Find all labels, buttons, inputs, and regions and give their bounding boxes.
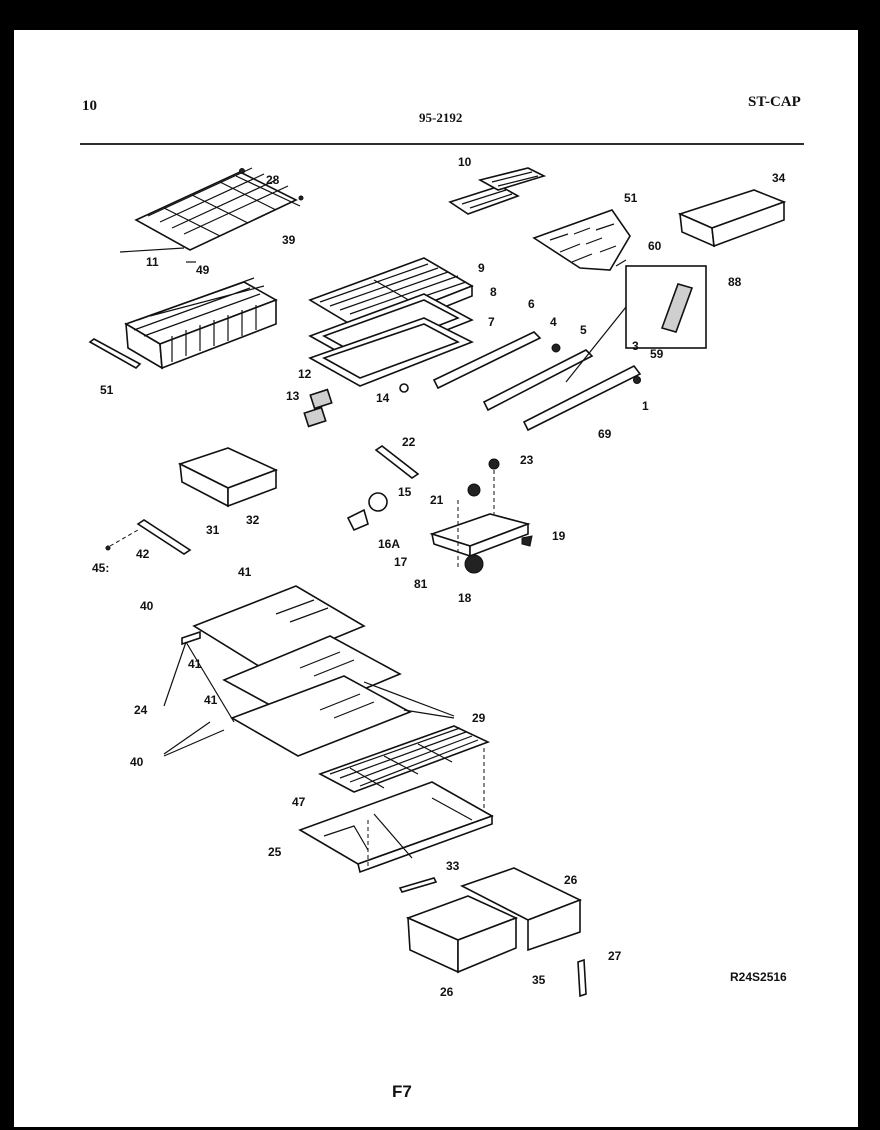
callout-61: 51 [624,191,638,205]
shelf-support-left [88,338,142,369]
crisper-frame [298,781,494,874]
shelf-rail-69 [522,364,642,432]
document-number: 95-2192 [419,110,463,125]
callout-11: 11 [146,255,159,269]
crisper-cover [318,725,491,793]
wire-basket [124,277,278,370]
knob-21 [467,483,481,497]
callout-69: 69 [598,427,612,441]
control-housing [429,513,531,558]
callout-17: 17 [394,555,408,569]
callout-47: 47 [292,795,306,809]
detail-box [625,265,707,349]
callout-40-top: 40 [140,599,154,613]
clip-60 [615,259,627,267]
wire-shelf-upper [134,167,304,251]
callout-28: 28 [266,173,280,187]
callout-29: 29 [472,711,486,725]
callout-4: 4 [550,315,557,329]
shelf-glass-7 [322,323,460,379]
callout-59: 59 [650,347,664,361]
ice-trays [448,167,547,215]
callout-24: 24 [134,703,148,717]
light-lens [660,283,694,333]
part-13 [303,406,327,428]
callout-23: 23 [520,453,534,467]
part-27 [577,958,587,998]
callout-18: 18 [458,591,472,605]
callout-12: 12 [298,367,312,381]
dairy-bin [677,189,787,248]
part-12 [309,388,333,410]
figure-label: F7 [392,1082,412,1101]
callout-5: 5 [580,323,587,337]
callout-22: 22 [402,435,416,449]
callout-7: 7 [488,315,495,329]
callout-41-low: 41 [204,693,218,707]
shelf-bracket [181,630,201,646]
shelf-support-42 [136,519,192,555]
part-22 [374,445,420,479]
callout-41-top: 41 [238,565,252,579]
callout-32: 32 [246,513,260,527]
drawing-reference: R24S2516 [730,970,787,984]
light-bulb [368,492,388,512]
exploded-view-drawing [80,143,804,998]
callout-51: 51 [100,383,114,397]
callout-10: 10 [458,155,472,169]
callout-1: 1 [642,399,649,413]
meat-pan [177,447,279,508]
screw-4 [551,343,561,353]
callout-41-mid: 41 [188,657,202,671]
shelf-rail-5 [482,349,594,412]
callout-26-left: 26 [440,985,454,999]
callout-27: 27 [608,949,622,963]
callout-40-low: 40 [130,755,144,769]
part-33 [398,877,438,893]
callout-39: 39 [282,233,296,247]
glass-shelf-upper [192,585,366,669]
callout-35: 35 [532,973,546,987]
socket-16a [346,508,369,532]
page-number: 10 [82,98,97,114]
callout-34: 34 [772,171,786,185]
callout-21: 21 [430,493,444,507]
callout-3: 3 [632,339,639,353]
callout-26-right: 26 [564,873,578,887]
screw-3 [633,376,641,384]
callout-42: 42 [136,547,150,561]
callout-15: 15 [398,485,412,499]
callout-9: 9 [478,261,485,275]
callout-45: 45: [92,561,110,575]
callout-88: 88 [728,275,742,289]
callout-19: 19 [552,529,566,543]
evaporator-cover [532,209,631,271]
callout-14: 14 [376,391,390,405]
callout-16a: 16A [378,537,401,551]
model-code: ST-CAP [748,94,801,110]
callout-13: 13 [286,389,300,403]
part-23 [488,458,500,470]
crisper-drawer-right [459,867,583,952]
screw-14 [399,383,409,393]
callout-31: 31 [206,523,220,537]
callout-6: 6 [528,297,535,311]
part-19 [521,535,533,547]
callout-60: 60 [648,239,662,253]
callout-25: 25 [268,845,282,859]
callout-33: 33 [446,859,460,873]
parts-diagram-sheet: 10 95-2192 ST-CAP [14,30,858,1127]
callout-81: 81 [414,577,428,591]
callout-8: 8 [490,285,497,299]
thermostat-18 [464,554,484,574]
callout-49: 49 [196,263,210,277]
shelf-rail-6 [432,331,542,390]
glass-shelf-lower [230,675,412,757]
crisper-drawer-left [405,895,519,974]
